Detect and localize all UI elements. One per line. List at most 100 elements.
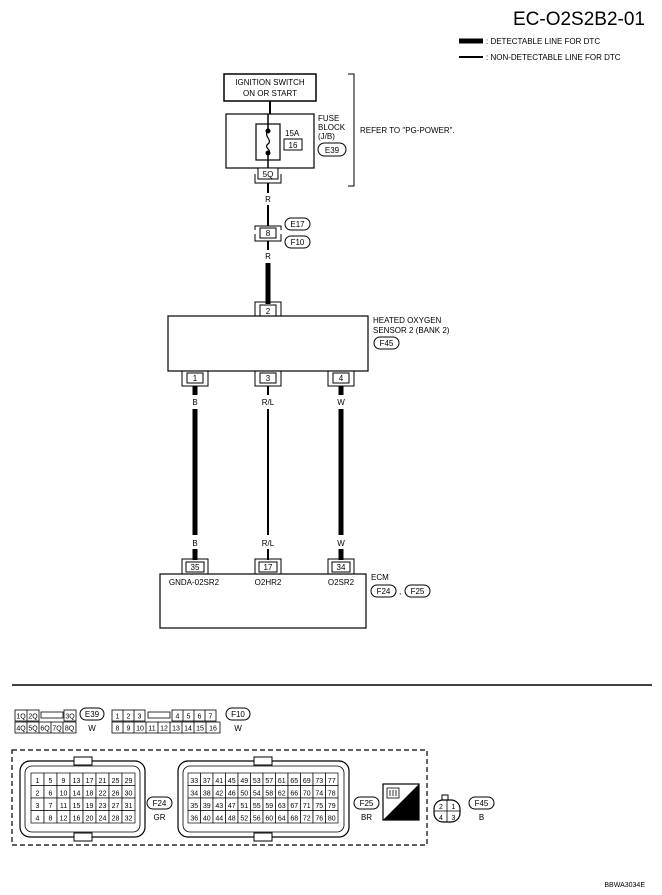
- f10-pin-13: 13: [172, 726, 180, 733]
- f25-pin-label: 43: [215, 803, 223, 810]
- wire-color-w-top: W: [337, 398, 345, 407]
- f10-pin-7: 7: [209, 714, 213, 721]
- ecm-signal-gnda: GNDA-02SR2: [169, 578, 220, 587]
- f25-pin-label: 37: [203, 778, 211, 785]
- refer-bracket: [348, 73, 355, 187]
- f25-pin-label: 56: [253, 816, 261, 823]
- f24-pin-label: 13: [73, 778, 81, 785]
- f24-pin-label: 5: [49, 778, 53, 785]
- f25-pin-cell: [325, 810, 339, 824]
- e39-pin-3q: 3Q: [65, 714, 75, 721]
- f24-pin-label: 9: [62, 778, 66, 785]
- f25-pin-label: 62: [278, 791, 286, 798]
- f24-pin-label: 14: [73, 791, 81, 798]
- f24-pin-label: 4: [36, 816, 40, 823]
- joint-terminal-box: [259, 227, 277, 239]
- fuse-block-label-1: FUSE: [318, 114, 339, 123]
- ecm-terminal-17-box: [258, 561, 278, 573]
- f24-pin-label: 18: [86, 791, 94, 798]
- f25-pin-label: 41: [215, 778, 223, 785]
- f10-pin-6: 6: [198, 714, 202, 721]
- f10-pin-2: 2: [127, 714, 131, 721]
- e39-pin-5q: 5Q: [28, 726, 38, 733]
- joint-connector-f10-oval: [284, 235, 311, 249]
- f24-pin-label: 10: [60, 791, 68, 798]
- f45-id: F45: [475, 799, 489, 808]
- f24-pin-label: 31: [125, 803, 133, 810]
- f25-pin-label: 39: [203, 803, 211, 810]
- f10-pin-1: 1: [116, 714, 120, 721]
- f25-pin-label: 35: [190, 803, 198, 810]
- f24-pin-label: 30: [125, 791, 133, 798]
- f10-pin-11: 11: [148, 726, 155, 733]
- f25-pin-label: 50: [240, 791, 248, 798]
- f24-pin-label: 3: [36, 803, 40, 810]
- sensor-terminal-3: 3: [266, 374, 271, 383]
- fuse-block-label-2: BLOCK: [318, 123, 346, 132]
- f25-pin-label: 57: [265, 778, 273, 785]
- f45-pin-1: 1: [452, 804, 456, 811]
- f10-id: F10: [231, 710, 245, 719]
- f10-pin-5: 5: [187, 714, 191, 721]
- f24-pin-label: 25: [112, 778, 120, 785]
- wire-color-w-bottom: W: [337, 539, 345, 548]
- f25-pin-label: 55: [253, 803, 261, 810]
- fuse-number: 16: [289, 141, 298, 150]
- ignition-switch-label-2: ON OR START: [243, 89, 297, 98]
- f24-pin-label: 23: [99, 803, 107, 810]
- e39-color: W: [88, 724, 96, 733]
- f24-pin-label: 19: [86, 803, 94, 810]
- f24-pin-label: 16: [73, 816, 81, 823]
- sensor-connector-id: F45: [380, 339, 394, 348]
- f24-housing-inner: [24, 765, 141, 833]
- e39-cell-3q: [63, 709, 77, 722]
- f25-pin-label: 80: [328, 816, 336, 823]
- f24-pin-label: 21: [99, 778, 107, 785]
- f25-pin-label: 64: [278, 816, 286, 823]
- f10-pin-10: 10: [136, 726, 144, 733]
- ecm-signal-o2hr2: O2HR2: [255, 578, 282, 587]
- f45-pin-4: 4: [439, 815, 443, 822]
- connector-f10-view: 1 2 3 4 5 6 7 8 9 10 11 12 13 14 15 16 F…: [111, 707, 251, 734]
- f25-pin-label: 36: [190, 816, 198, 823]
- f24-pin-label: 17: [86, 778, 94, 785]
- f24-pin-label: 2: [36, 791, 40, 798]
- fuse-terminal-5q: 5Q: [263, 170, 274, 179]
- e39-row-2: [14, 721, 77, 734]
- f24-pin-label: 20: [86, 816, 94, 823]
- ecm-signal-o2sr2: O2SR2: [328, 578, 355, 587]
- ignition-switch-label-1: IGNITION SWITCH: [235, 78, 305, 87]
- f25-pin-label: 66: [290, 791, 298, 798]
- harness-side-icon: H.S.: [382, 783, 420, 821]
- joint-connector-e17: E17: [290, 220, 305, 229]
- sensor-terminal-1-box: [186, 372, 204, 384]
- f10-pin-15: 15: [196, 726, 204, 733]
- hs-icon-shade: [383, 784, 419, 820]
- sensor-connector-oval: [373, 336, 400, 350]
- f24-pin-label: 15: [73, 803, 81, 810]
- legend-detectable: : DETECTABLE LINE FOR DTC: [486, 37, 600, 46]
- refer-text: REFER TO "PG-POWER".: [360, 126, 455, 135]
- f24-pin-label: 11: [60, 803, 67, 810]
- footer-code: BBWA3034E: [604, 882, 645, 889]
- ecm-connector-f24-oval: [370, 584, 397, 598]
- f24-pin-label: 26: [112, 791, 120, 798]
- f10-pin-4: 4: [176, 714, 180, 721]
- f25-pin-label: 48: [228, 816, 236, 823]
- ecm-terminal-35-bracket: [181, 558, 209, 574]
- wire-color-b-top: B: [192, 398, 197, 407]
- f45-latch: [441, 794, 449, 801]
- hs-icon-label: H.S.: [396, 809, 414, 819]
- f24-id: F24: [153, 799, 167, 808]
- f24-pin-label: 6: [49, 791, 53, 798]
- f24-id-oval: [146, 796, 173, 810]
- joint-bracket-top: [254, 225, 282, 230]
- f45-pin-3: 3: [452, 815, 456, 822]
- f24-pin-label: 1: [36, 778, 40, 785]
- f25-pin-label: 53: [253, 778, 261, 785]
- f25-pin-label: 67: [290, 803, 298, 810]
- f25-pin-label: 33: [190, 778, 198, 785]
- f24-color: GR: [154, 813, 166, 822]
